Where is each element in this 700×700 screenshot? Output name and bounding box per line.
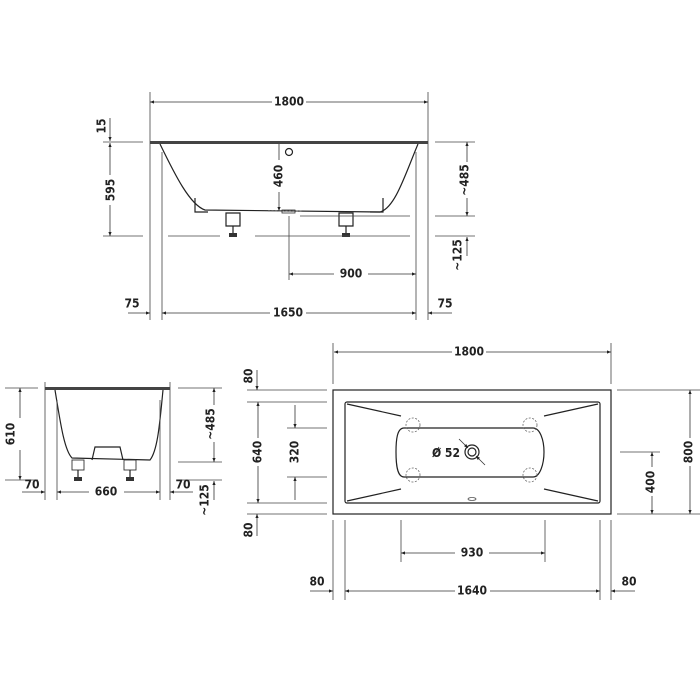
dimension-total-height: 610 [4,388,22,480]
svg-text:~125: ~125 [198,484,212,516]
svg-text:400: 400 [644,471,658,494]
svg-text:15: 15 [95,118,109,133]
svg-text:660: 660 [95,485,118,499]
drain-icon [281,209,296,214]
dimension-foot-spacing-length: 930 [401,546,545,560]
front-view: 1800 15 [95,92,475,320]
dimension-inner-width: 640 [251,402,265,503]
svg-text:800: 800 [682,441,696,464]
svg-text:595: 595 [104,179,118,202]
dimension-right-offset: 80 [611,575,637,593]
svg-text:75: 75 [437,297,452,311]
foot-left [225,212,241,237]
svg-text:320: 320 [288,441,302,464]
svg-text:75: 75 [124,297,139,311]
svg-text:70: 70 [175,478,190,492]
foot-right [123,459,137,481]
foot-left [71,459,85,481]
svg-text:80: 80 [242,368,256,383]
svg-text:1800: 1800 [454,345,484,359]
dimension-base-width: 660 [57,485,160,499]
svg-text:80: 80 [309,575,324,589]
tub-rim [150,141,428,144]
tub-inner-outline [344,401,601,504]
drain [432,438,486,466]
tub-rim [45,387,170,390]
overflow-icon [284,147,294,157]
svg-text:70: 70 [24,478,39,492]
drain-diameter-label: Ø 52 [432,446,460,460]
dimension-base-length: 1650 [162,306,416,320]
svg-text:930: 930 [461,546,484,560]
dimension-drain-position: 400 [644,452,658,514]
dimension-rim-thickness: 15 [95,118,112,141]
dimension-tub-height: ~485 [204,388,218,462]
foot-right [338,212,354,237]
tub-body [159,143,419,213]
svg-text:610: 610 [4,423,18,446]
dimension-foot-height: ~125 [451,237,469,271]
dimension-right-offset: 75 [428,297,453,315]
dimension-overall-width: 800 [682,390,696,514]
svg-text:1640: 1640 [457,584,487,598]
dimension-right-offset: 70 [170,478,193,494]
svg-text:~485: ~485 [458,164,472,196]
dimension-left-offset: 75 [124,297,150,315]
svg-text:1650: 1650 [273,306,303,320]
foot-positions [405,417,538,483]
svg-text:640: 640 [251,441,265,464]
svg-text:900: 900 [340,267,363,281]
dimension-foot-height: ~125 [198,481,216,516]
dimension-inner-depth: 460 [272,144,286,211]
dimension-top-offset: 80 [242,368,259,390]
svg-text:80: 80 [242,522,256,537]
tub-body [54,389,164,461]
svg-text:~485: ~485 [204,408,218,440]
side-view: 610 ~485 ~125 70 660 70 [4,382,222,516]
dimension-left-offset: 80 [309,575,333,593]
dimension-tub-height: ~485 [458,142,472,216]
tub-outline [332,389,612,515]
dimension-left-offset: 70 [22,478,45,494]
svg-text:80: 80 [621,575,636,589]
svg-text:460: 460 [272,165,286,188]
dimension-inner-length: 1640 [345,584,600,598]
dimension-total-height: 595 [104,143,118,236]
dimension-overall-length: 1800 [150,95,428,109]
plan-view: 1800 Ø 52 80 [242,343,700,600]
dim-label: 1800 [274,95,304,109]
dimension-bottom-offset: 80 [242,514,259,538]
overflow-icon [467,497,477,501]
svg-text:~125: ~125 [451,239,465,271]
dimension-foot-spacing-width: 320 [288,405,302,500]
dimension-overall-length: 1800 [334,345,611,359]
dimension-drain-offset: 900 [289,267,416,281]
